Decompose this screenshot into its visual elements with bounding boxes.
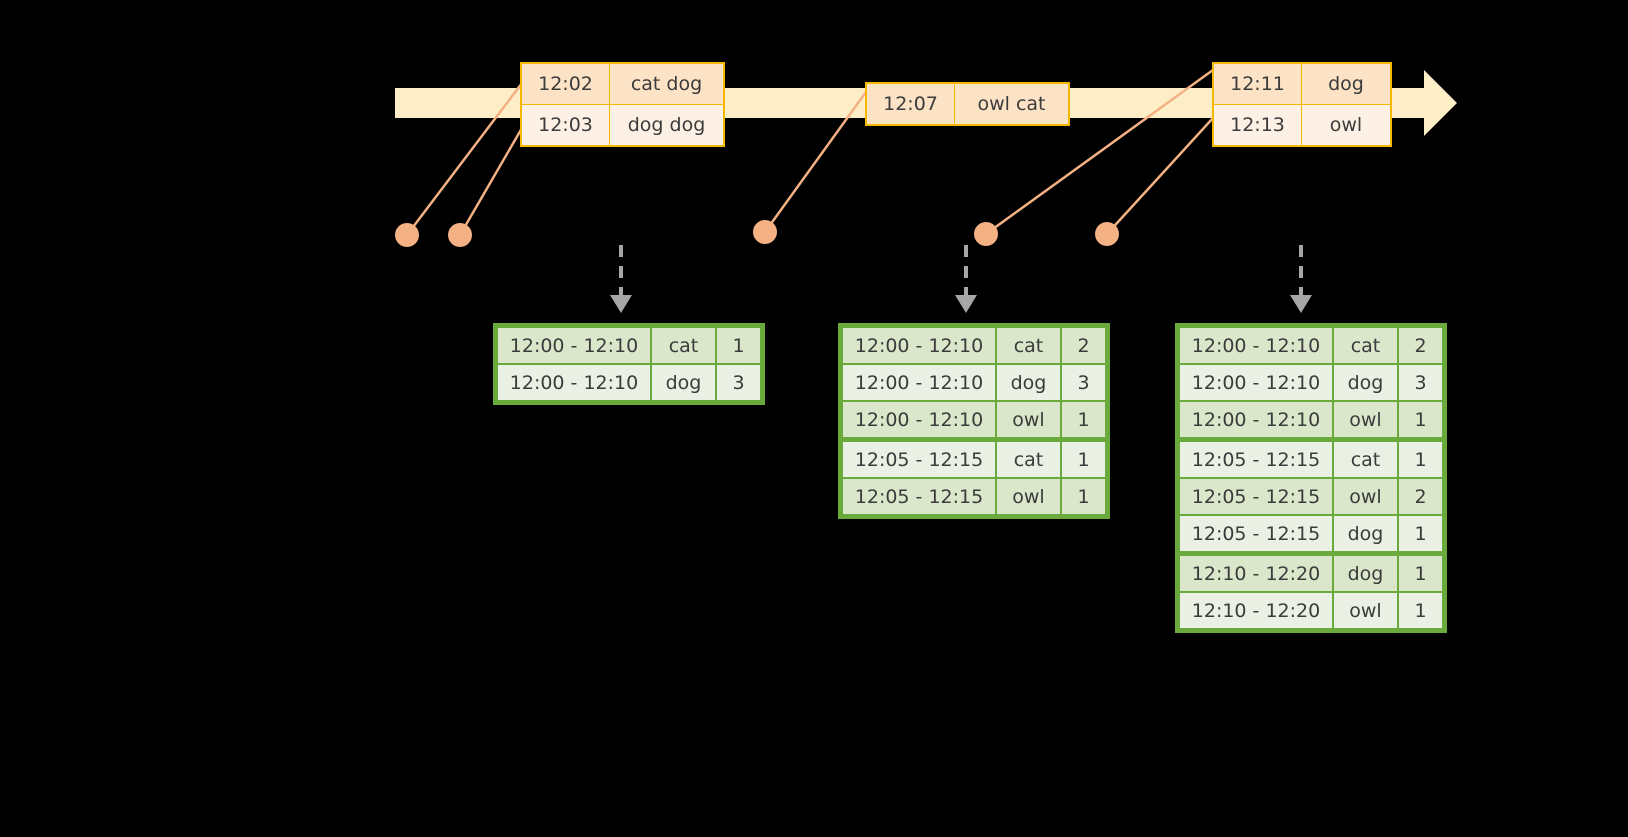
window-cell: 12:05 - 12:15 [1180, 516, 1332, 551]
word-cell: cat [997, 442, 1060, 477]
count-cell: 1 [717, 328, 760, 363]
event-words: cat dog [610, 64, 723, 104]
window-cell: 12:00 - 12:10 [843, 402, 995, 437]
word-cell: owl [1334, 593, 1397, 628]
word-cell: cat [997, 328, 1060, 363]
count-cell: 2 [1399, 479, 1442, 514]
window-cell: 12:00 - 12:10 [1180, 402, 1332, 437]
event-dot-5 [1095, 222, 1119, 246]
trigger-arrow-3 [1290, 245, 1312, 313]
count-cell: 1 [1399, 442, 1442, 477]
event-dot-3 [753, 220, 777, 244]
window-cell: 12:10 - 12:20 [1180, 593, 1332, 628]
word-cell: cat [1334, 328, 1397, 363]
timeline-arrowhead-icon [1424, 70, 1457, 136]
word-cell: dog [652, 365, 715, 400]
event-words: owl [1302, 105, 1390, 145]
arrow-head-icon [1290, 295, 1312, 313]
trigger-arrow-1 [610, 245, 632, 313]
window-cell: 12:00 - 12:10 [498, 328, 650, 363]
word-cell: dog [997, 365, 1060, 400]
event-words: owl cat [955, 84, 1068, 124]
event-words: dog dog [610, 105, 723, 145]
count-cell: 1 [1399, 402, 1442, 437]
word-cell: owl [1334, 402, 1397, 437]
count-cell: 1 [1062, 442, 1105, 477]
word-cell: owl [997, 402, 1060, 437]
event-dot-2 [448, 223, 472, 247]
window-cell: 12:00 - 12:10 [498, 365, 650, 400]
window-cell: 12:00 - 12:10 [1180, 365, 1332, 400]
count-cell: 1 [1399, 556, 1442, 591]
event-time: 12:13 [1214, 105, 1302, 145]
word-cell: dog [1334, 365, 1397, 400]
window-cell: 12:05 - 12:15 [843, 442, 995, 477]
window-cell: 12:05 - 12:15 [843, 479, 995, 514]
count-cell: 3 [717, 365, 760, 400]
count-cell: 3 [1399, 365, 1442, 400]
event-time: 12:02 [522, 64, 610, 104]
count-cell: 1 [1062, 479, 1105, 514]
window-cell: 12:00 - 12:10 [843, 365, 995, 400]
event-dot-1 [395, 223, 419, 247]
trigger-arrow-2 [955, 245, 977, 313]
event-time: 12:03 [522, 105, 610, 145]
window-cell: 12:00 - 12:10 [1180, 328, 1332, 363]
event-dot-4 [974, 222, 998, 246]
word-cell: cat [652, 328, 715, 363]
event-words: dog [1302, 64, 1390, 104]
count-cell: 2 [1062, 328, 1105, 363]
leader-line-2 [458, 127, 524, 236]
window-cell: 12:00 - 12:10 [843, 328, 995, 363]
window-cell: 12:05 - 12:15 [1180, 442, 1332, 477]
event-time: 12:07 [867, 84, 955, 124]
window-cell: 12:10 - 12:20 [1180, 556, 1332, 591]
count-cell: 1 [1399, 593, 1442, 628]
leader-line-5 [1106, 117, 1214, 235]
count-cell: 1 [1062, 402, 1105, 437]
arrow-head-icon [610, 295, 632, 313]
count-cell: 1 [1399, 516, 1442, 551]
word-cell: dog [1334, 516, 1397, 551]
event-time: 12:11 [1214, 64, 1302, 104]
word-cell: dog [1334, 556, 1397, 591]
count-cell: 2 [1399, 328, 1442, 363]
word-cell: owl [997, 479, 1060, 514]
word-cell: owl [1334, 479, 1397, 514]
count-cell: 3 [1062, 365, 1105, 400]
window-cell: 12:05 - 12:15 [1180, 479, 1332, 514]
arrow-head-icon [955, 295, 977, 313]
word-cell: cat [1334, 442, 1397, 477]
